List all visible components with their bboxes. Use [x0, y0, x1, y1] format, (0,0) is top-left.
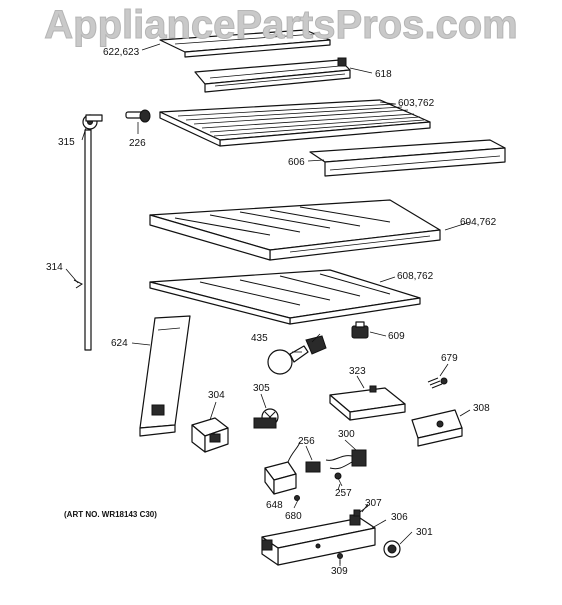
callout-608: 608,762 — [397, 271, 434, 282]
callout-606: 606 — [288, 157, 305, 168]
part-618-light-housing — [194, 57, 351, 93]
part-648-motor — [264, 441, 301, 495]
part-315-rod — [65, 114, 103, 351]
callout-323: 323 — [349, 366, 366, 377]
part-679-screw — [427, 377, 448, 389]
callout-257: 257 — [335, 488, 352, 499]
callout-256: 256 — [298, 436, 315, 447]
callout-306: 306 — [391, 512, 408, 523]
callout-307: 307 — [365, 498, 382, 509]
part-604-shelf-frame — [149, 199, 441, 261]
part-305-thermostat — [253, 408, 279, 429]
part-306-base-bracket — [261, 514, 376, 566]
callout-680: 680 — [285, 511, 302, 522]
callout-604: 604,762 — [460, 217, 497, 228]
callout-301: 301 — [416, 527, 433, 538]
callout-308: 308 — [473, 403, 490, 414]
callout-314: 314 — [46, 262, 63, 273]
watermark-logo: AppliancePartsPros.com — [44, 3, 519, 48]
part-608-shelf — [149, 269, 421, 325]
part-606-crisper-front — [309, 139, 506, 177]
part-680-screw — [293, 495, 300, 509]
callout-226: 226 — [129, 138, 146, 149]
part-257-pin — [334, 472, 343, 487]
callout-304: 304 — [208, 390, 225, 401]
art-number: (ART NO. WR18143 C30) — [64, 510, 157, 519]
callout-603: 603,762 — [398, 98, 435, 109]
callout-622: 622,623 — [103, 47, 140, 58]
callout-624: 624 — [111, 338, 128, 349]
callout-609: 609 — [388, 331, 405, 342]
part-308-plate — [411, 409, 463, 447]
part-435-bulb — [267, 335, 327, 375]
part-624-bracket — [139, 315, 191, 437]
part-301-cap — [383, 540, 401, 558]
part-609-socket — [351, 321, 369, 339]
callout-618: 618 — [375, 69, 392, 80]
callout-679: 679 — [441, 353, 458, 364]
part-622-top-cover — [159, 29, 331, 58]
part-226-knob — [125, 109, 151, 134]
part-304-relay — [191, 417, 229, 453]
callout-305: 305 — [253, 383, 270, 394]
callout-309: 309 — [331, 566, 348, 577]
callout-315: 315 — [58, 137, 75, 148]
leader-lines — [81, 43, 471, 566]
part-256-switch — [305, 445, 321, 473]
part-323-control-box — [329, 385, 406, 421]
part-300-switch — [325, 439, 367, 470]
shelf-wires — [177, 103, 425, 137]
callout-300: 300 — [338, 429, 355, 440]
callout-648: 648 — [266, 500, 283, 511]
part-603-wire-shelf — [159, 99, 431, 147]
callout-435: 435 — [251, 333, 268, 344]
